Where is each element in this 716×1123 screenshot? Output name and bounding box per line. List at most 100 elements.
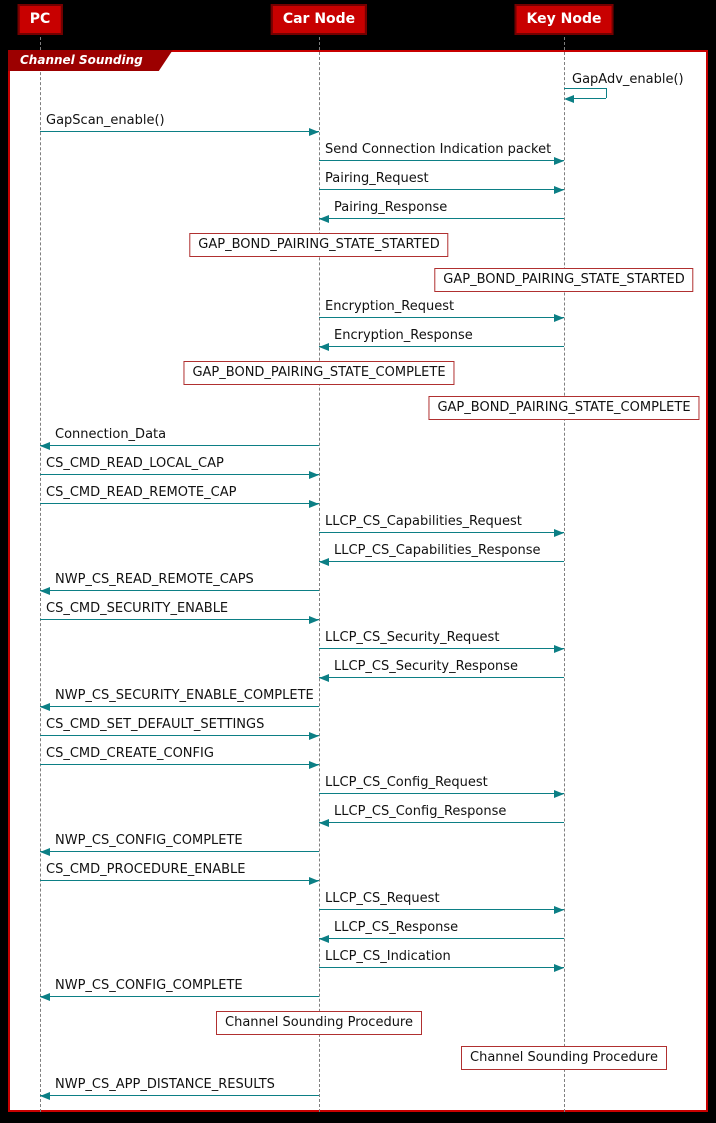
arrowhead: [40, 703, 50, 711]
arrowhead: [40, 1092, 50, 1100]
arrowhead: [309, 471, 319, 479]
message-label: LLCP_CS_Response: [334, 920, 459, 935]
self-message-label: GapAdv_enable(): [572, 72, 684, 87]
message-label: GapScan_enable(): [46, 113, 165, 128]
note-box: GAP_BOND_PAIRING_STATE_COMPLETE: [428, 396, 700, 420]
message-line: [40, 706, 319, 707]
message-line: [40, 764, 319, 765]
message-line: [319, 909, 564, 910]
message-label: LLCP_CS_Security_Response: [334, 659, 519, 674]
lifeline-key: [564, 32, 565, 1112]
arrowhead: [40, 442, 50, 450]
message-line: [40, 503, 319, 504]
message-line: [40, 996, 319, 997]
arrowhead: [319, 343, 329, 351]
note-box: GAP_BOND_PAIRING_STATE_COMPLETE: [183, 361, 455, 385]
frame-border: [8, 50, 708, 1112]
lifeline-pc: [40, 32, 41, 1112]
message-label: LLCP_CS_Security_Request: [325, 630, 500, 645]
arrowhead: [554, 790, 564, 798]
message-label: LLCP_CS_Capabilities_Response: [334, 543, 541, 558]
participant-pc: PC: [17, 4, 63, 35]
arrowhead: [40, 587, 50, 595]
message-label: Encryption_Response: [334, 328, 473, 343]
arrowhead: [554, 645, 564, 653]
arrowhead: [554, 529, 564, 537]
arrowhead: [319, 558, 329, 566]
arrowhead: [309, 128, 319, 136]
message-label: CS_CMD_READ_LOCAL_CAP: [46, 456, 224, 471]
arrowhead: [309, 761, 319, 769]
message-label: CS_CMD_CREATE_CONFIG: [46, 746, 214, 761]
message-label: LLCP_CS_Config_Response: [334, 804, 507, 819]
arrowhead: [554, 186, 564, 194]
message-label: Send Connection Indication packet: [325, 142, 552, 157]
message-label: LLCP_CS_Config_Request: [325, 775, 488, 790]
participant-car: Car Node: [270, 4, 368, 35]
message-line: [40, 880, 319, 881]
arrowhead: [309, 616, 319, 624]
message-line: [319, 648, 564, 649]
participant-key: Key Node: [514, 4, 614, 35]
message-line: [319, 189, 564, 190]
lifeline-car: [319, 32, 320, 1112]
message-label: Encryption_Request: [325, 299, 455, 314]
arrowhead: [319, 819, 329, 827]
message-line: [40, 735, 319, 736]
message-label: CS_CMD_PROCEDURE_ENABLE: [46, 862, 246, 877]
message-label: CS_CMD_SECURITY_ENABLE: [46, 601, 229, 616]
self-message-line-top: [564, 88, 606, 89]
message-line: [40, 1095, 319, 1096]
arrowhead: [554, 906, 564, 914]
arrowhead: [319, 674, 329, 682]
arrowhead: [564, 95, 574, 103]
message-line: [40, 590, 319, 591]
message-label: NWP_CS_CONFIG_COMPLETE: [55, 978, 243, 993]
message-line: [40, 619, 319, 620]
message-line: [40, 474, 319, 475]
message-label: NWP_CS_APP_DISTANCE_RESULTS: [55, 1077, 275, 1092]
message-line: [319, 532, 564, 533]
message-label: CS_CMD_SET_DEFAULT_SETTINGS: [46, 717, 265, 732]
frame-title-tab: Channel Sounding: [8, 50, 173, 71]
arrowhead: [40, 848, 50, 856]
arrowhead: [309, 500, 319, 508]
arrowhead: [319, 215, 329, 223]
message-line: [319, 317, 564, 318]
message-line: [40, 131, 319, 132]
message-line: [40, 445, 319, 446]
message-line: [319, 822, 564, 823]
note-box: Channel Sounding Procedure: [216, 1011, 422, 1035]
message-line: [319, 346, 564, 347]
message-line: [319, 967, 564, 968]
message-label: Connection_Data: [55, 427, 167, 442]
message-label: NWP_CS_READ_REMOTE_CAPS: [55, 572, 254, 587]
message-label: NWP_CS_CONFIG_COMPLETE: [55, 833, 243, 848]
message-label: Pairing_Response: [334, 200, 448, 215]
arrowhead: [319, 935, 329, 943]
message-line: [40, 851, 319, 852]
self-message-line-right: [606, 88, 607, 98]
message-line: [319, 160, 564, 161]
arrowhead: [554, 964, 564, 972]
self-message-line-bottom: [572, 98, 606, 99]
arrowhead: [309, 877, 319, 885]
message-label: NWP_CS_SECURITY_ENABLE_COMPLETE: [55, 688, 314, 703]
note-box: Channel Sounding Procedure: [461, 1046, 667, 1070]
message-label: LLCP_CS_Indication: [325, 949, 451, 964]
arrowhead: [40, 993, 50, 1001]
message-line: [319, 938, 564, 939]
message-label: Pairing_Request: [325, 171, 429, 186]
message-line: [319, 677, 564, 678]
message-line: [319, 561, 564, 562]
message-label: CS_CMD_READ_REMOTE_CAP: [46, 485, 237, 500]
arrowhead: [554, 157, 564, 165]
message-line: [319, 218, 564, 219]
message-label: LLCP_CS_Capabilities_Request: [325, 514, 522, 529]
message-label: LLCP_CS_Request: [325, 891, 440, 906]
frame-title: Channel Sounding: [20, 53, 143, 67]
note-box: GAP_BOND_PAIRING_STATE_STARTED: [189, 233, 449, 257]
note-box: GAP_BOND_PAIRING_STATE_STARTED: [434, 268, 694, 292]
arrowhead: [309, 732, 319, 740]
arrowhead: [554, 314, 564, 322]
